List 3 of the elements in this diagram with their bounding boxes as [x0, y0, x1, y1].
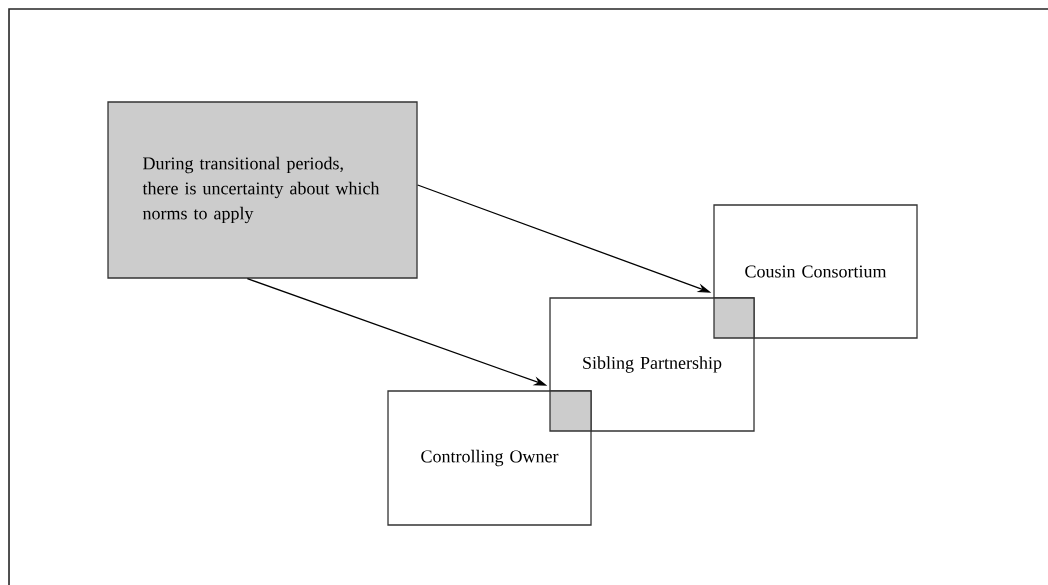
stage-box: Cousin Consortium: [713, 204, 918, 339]
note-box: During transitional periods, there is uncertainty about which norms to apply: [107, 101, 418, 279]
stage-box: Controlling Owner: [387, 390, 592, 526]
